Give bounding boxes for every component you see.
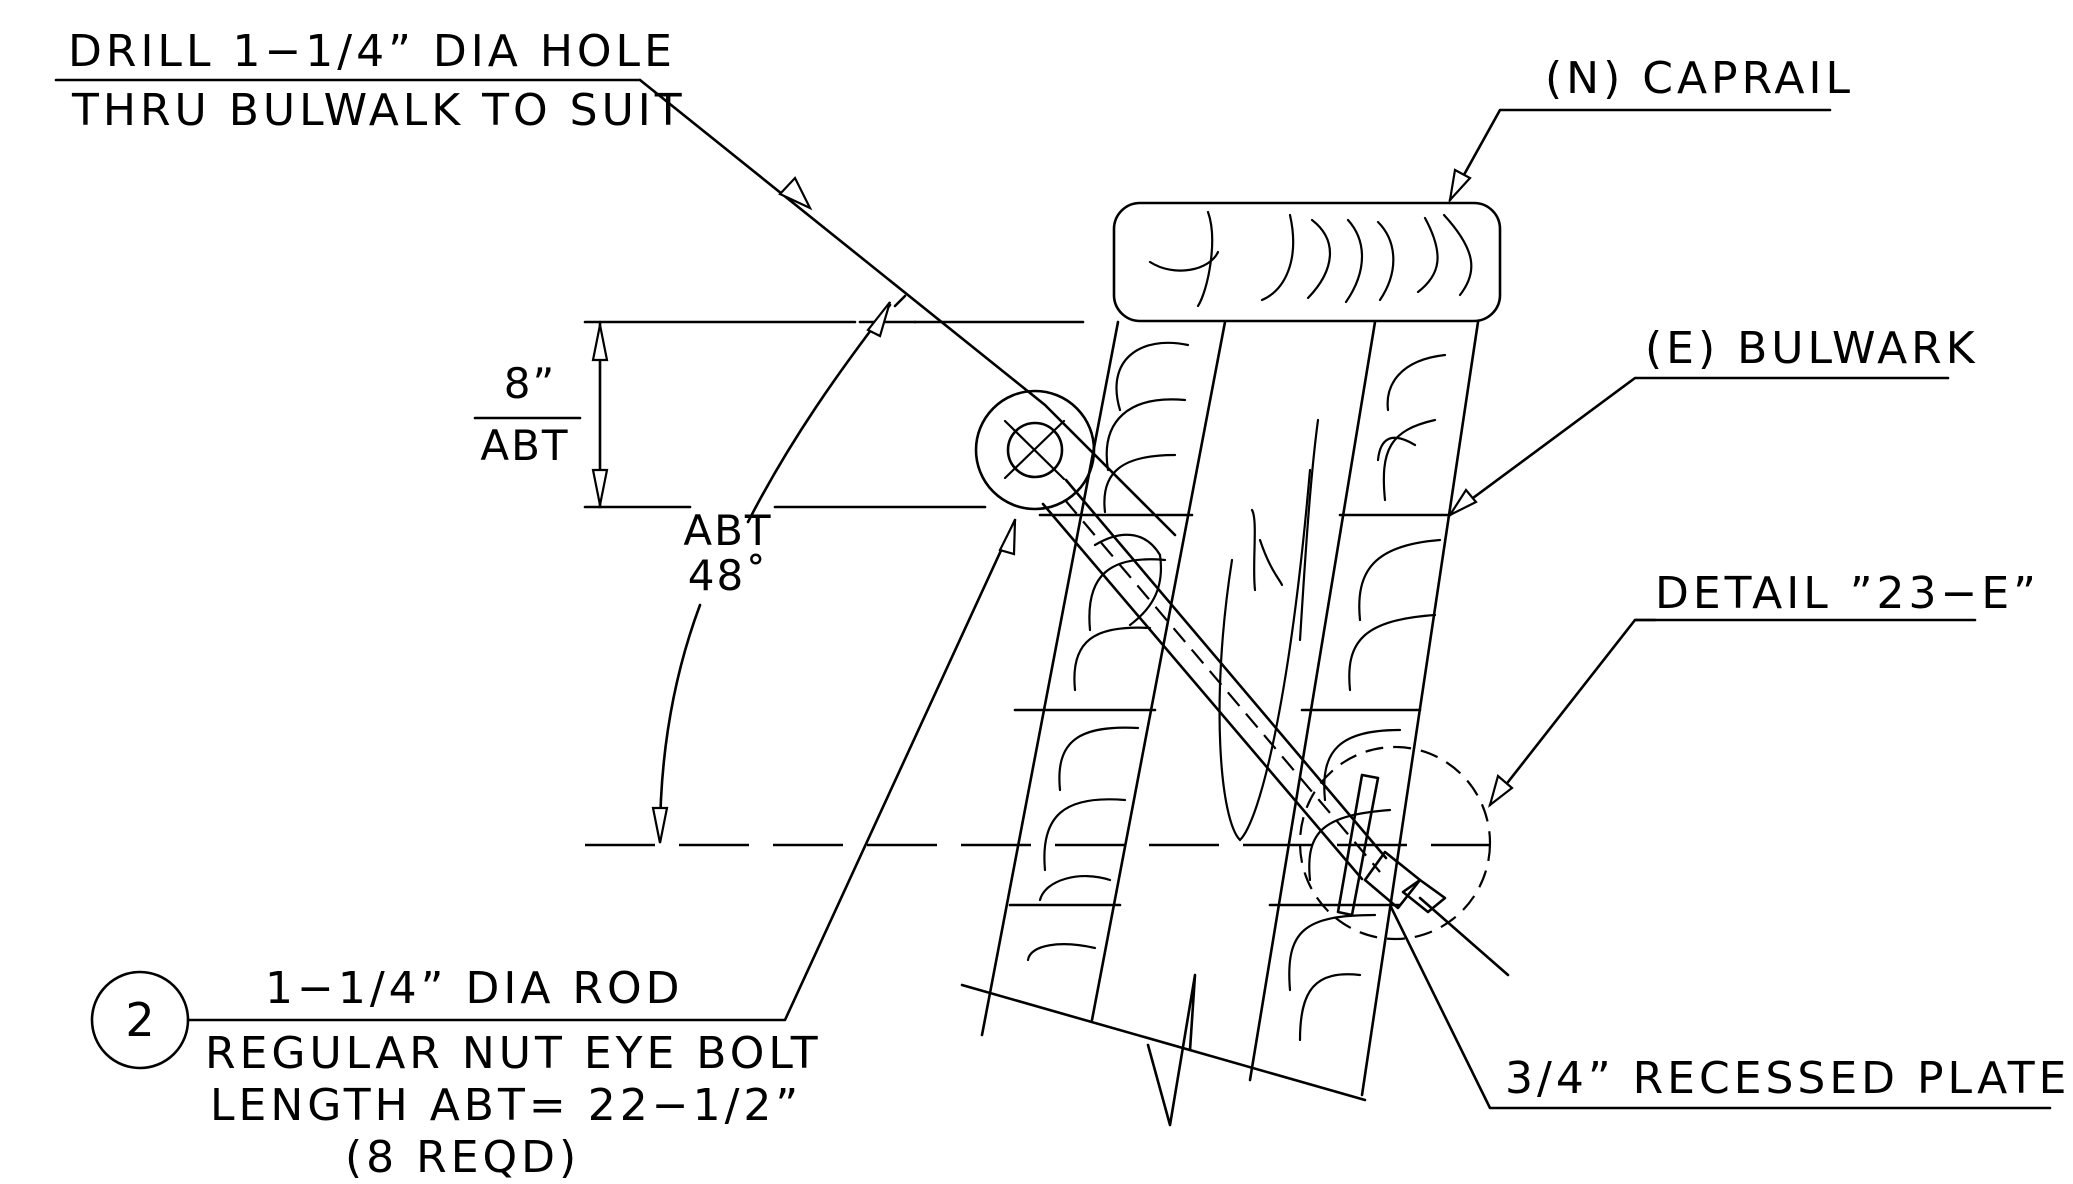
angle-qualifier: ABT	[683, 506, 772, 555]
caprail-callout: (N) CAPRAIL	[1448, 53, 1854, 204]
item-line3: LENGTH ABT= 22−1/2”	[210, 1080, 802, 1131]
dim-arrow-down-icon	[591, 468, 609, 506]
bulwark-callout: (E) BULWARK	[1446, 323, 1979, 518]
dim-arrow-up-icon	[591, 324, 609, 362]
drill-leader-arrow-icon	[778, 176, 813, 211]
angle-arrow-top-icon	[866, 301, 892, 338]
item-line2: REGULAR NUT EYE BOLT	[205, 1028, 822, 1079]
drill-label-line2: THRU BULWALK TO SUIT	[71, 85, 686, 136]
bulwark-label: (E) BULWARK	[1645, 323, 1979, 374]
angle-value: 48˚	[688, 551, 768, 600]
angle-dimension: ABT 48˚	[585, 294, 1490, 847]
bulwark	[960, 320, 1480, 1127]
item-number: 2	[125, 993, 154, 1047]
plate-label: 3/4” RECESSED PLATE	[1505, 1053, 2070, 1104]
item-leader-arrow-icon	[998, 519, 1017, 556]
drill-hole-callout: DRILL 1−1/4” DIA HOLE THRU BULWALK TO SU…	[54, 26, 1177, 537]
item-line4: (8 REQD)	[345, 1132, 580, 1183]
angle-arrow-bottom-icon	[651, 806, 669, 844]
eye-bolt	[974, 389, 1510, 977]
detail-leader-arrow-icon	[1488, 774, 1514, 808]
offset-value: 8”	[504, 359, 556, 408]
offset-dimension: 8” ABT	[473, 320, 1085, 509]
detail-23e-callout: DETAIL ”23−E”	[1298, 568, 2040, 941]
plate-callout: 3/4” RECESSED PLATE	[1388, 903, 2070, 1110]
caprail	[1112, 201, 1502, 323]
caprail-leader-arrow-icon	[1448, 168, 1472, 204]
item-line1: 1−1/4” DIA ROD	[265, 963, 683, 1014]
drill-label-line1: DRILL 1−1/4” DIA HOLE	[68, 26, 676, 77]
caprail-label: (N) CAPRAIL	[1545, 53, 1854, 104]
detail-label: DETAIL ”23−E”	[1655, 568, 2040, 619]
offset-qualifier: ABT	[480, 421, 569, 470]
bulwark-leader-arrow-icon	[1446, 488, 1478, 518]
item-2-callout: 2 1−1/4” DIA ROD REGULAR NUT EYE BOLT LE…	[90, 518, 1017, 1183]
